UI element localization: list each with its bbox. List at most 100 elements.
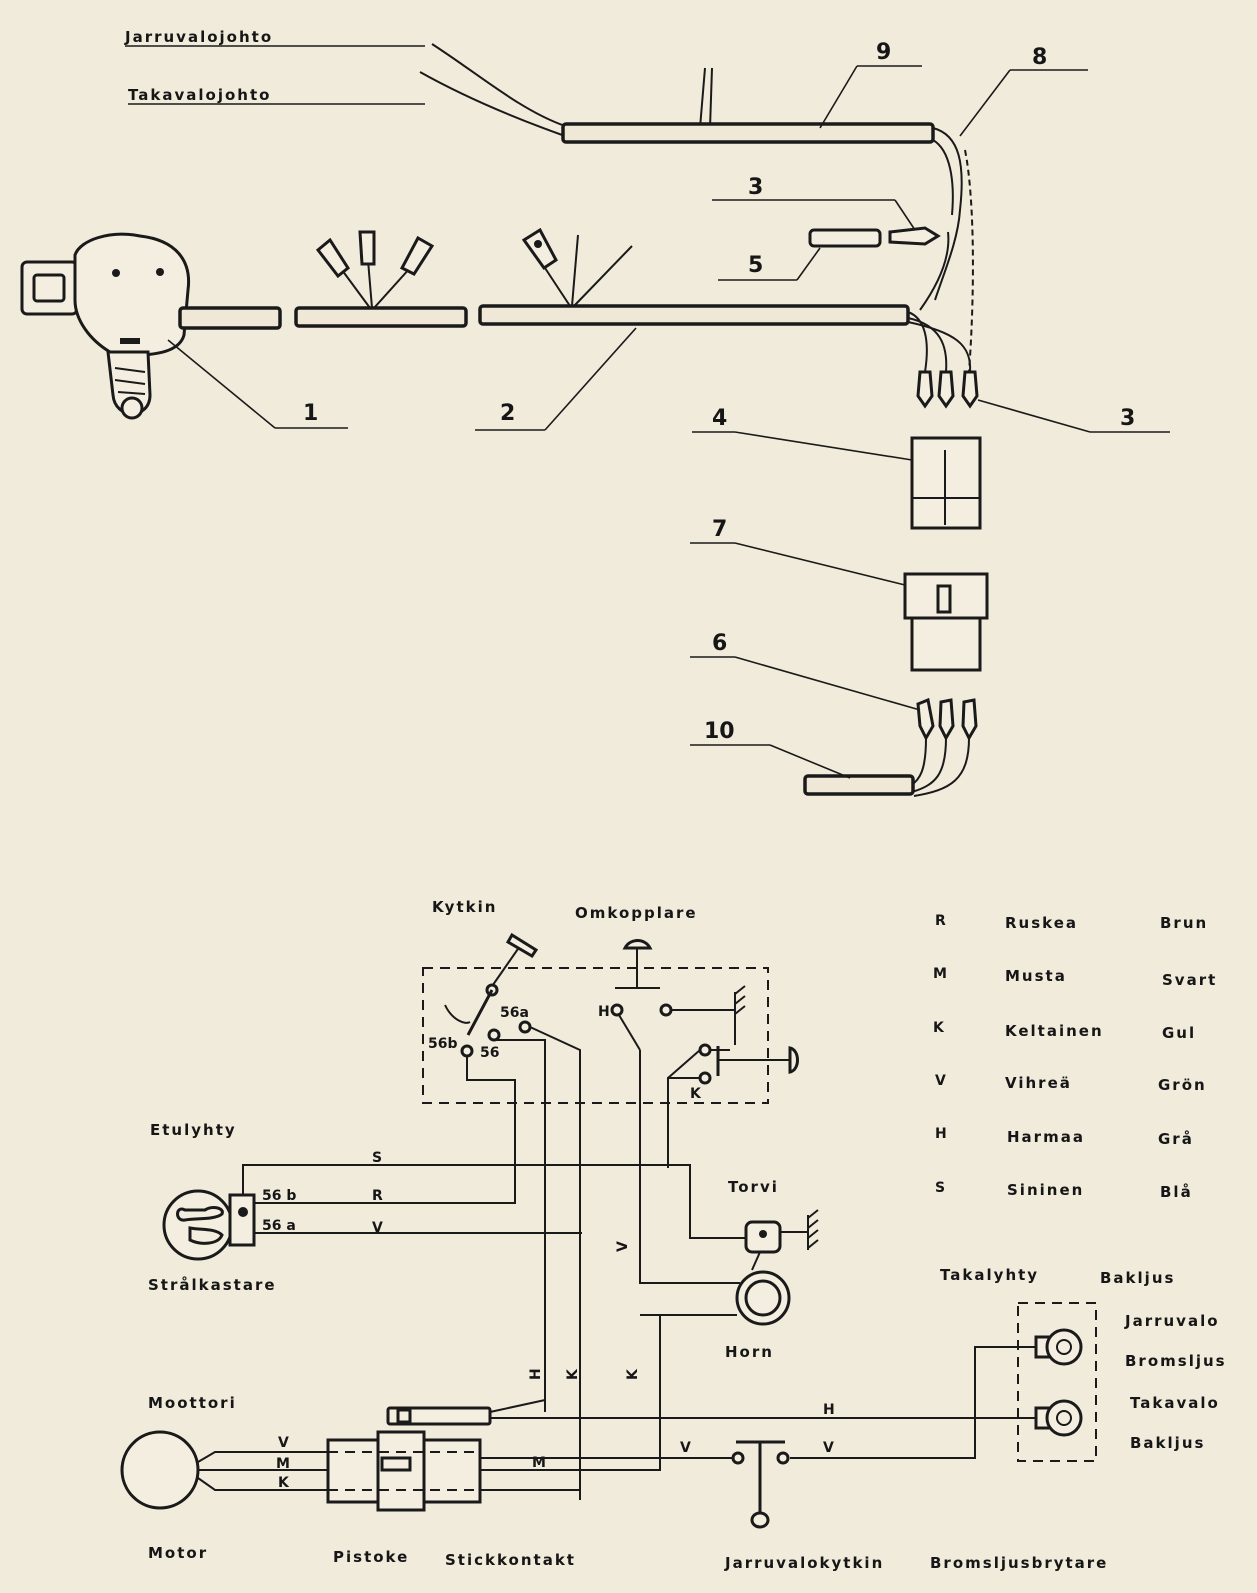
switch-enclosure (422, 967, 769, 1104)
terminal-56b-label: 56b (428, 1036, 458, 1052)
wire-code-s: S (372, 1150, 382, 1166)
spade-terminals-2b (315, 230, 435, 309)
wire-code-h-tail: H (823, 1402, 835, 1418)
plug-label-sv: Stickkontakt (445, 1551, 576, 1569)
wire-code-v-horn: V (615, 1241, 631, 1252)
headlight-label: Etulyhty (150, 1121, 237, 1139)
wire-code-k-engine: K (278, 1475, 290, 1491)
bullet-terminals-6 (909, 697, 978, 797)
part-label-8: 8 (1032, 45, 1047, 70)
brake-light-switch (731, 1440, 790, 1529)
legend-sv-3: Grön (1158, 1076, 1207, 1094)
color-legend: R Ruskea Brun M Musta Svart K Keltainen … (933, 913, 1217, 1201)
legend-code-3: V (935, 1073, 946, 1089)
wire-code-v-headlight: V (372, 1220, 383, 1236)
part-label-5: 5 (748, 253, 763, 278)
tail-light-label-sv: Bakljus (1130, 1434, 1205, 1452)
connector-housing-7 (903, 572, 989, 672)
harness-sleeve-2a (178, 306, 282, 330)
lamp-56a-label: 56 a (262, 1218, 296, 1234)
part-label-6: 6 (712, 631, 727, 656)
horn-label: Torvi (728, 1178, 779, 1196)
rear-light-label-sv: Bakljus (1100, 1269, 1175, 1287)
legend-code-0: R (935, 913, 946, 929)
brake-switch-label: Jarruvalokytkin (724, 1554, 884, 1572)
plug-label: Pistoke (333, 1548, 409, 1566)
legend-code-5: S (935, 1180, 945, 1196)
harness-sleeve-2b (294, 306, 468, 328)
harness-sleeve-9 (561, 122, 935, 144)
wire-code-v-engine: V (278, 1435, 289, 1451)
engine-label-sv: Motor (148, 1544, 208, 1562)
legend-fi-3: Vihreä (1005, 1074, 1072, 1092)
harness-sleeve-10 (803, 774, 915, 796)
part-label-1: 1 (303, 401, 318, 426)
engine-magneto (120, 1430, 200, 1510)
tail-light-label: Takavalo (1130, 1394, 1220, 1412)
plug-connector (326, 1430, 482, 1512)
brake-switch-label-sv: Bromsljusbrytare (930, 1554, 1108, 1572)
wire-code-r: R (372, 1188, 383, 1204)
wiring-harness: Jarruvalojohto Takavalojohto 9 8 3 5 (20, 28, 1170, 797)
legend-fi-2: Keltainen (1005, 1022, 1104, 1040)
legend-sv-4: Grå (1158, 1130, 1194, 1148)
bullet-connectors-3 (916, 370, 979, 409)
part-label-4: 4 (712, 406, 727, 431)
rear-light-label: Takalyhty (940, 1266, 1039, 1284)
rear-light-enclosure (1017, 1302, 1097, 1462)
harness-sleeve-2c (478, 304, 910, 326)
terminal-h-label: H (598, 1004, 610, 1020)
switch-label: Kytkin (432, 898, 497, 916)
light-switch-1 (20, 232, 191, 420)
part-label-9: 9 (876, 40, 891, 65)
terminal-56a-label: 56a (500, 1005, 529, 1021)
legend-fi-0: Ruskea (1005, 914, 1078, 932)
terminal-56 (487, 1028, 501, 1042)
part-label-3a: 3 (748, 175, 763, 200)
legend-fi-4: Harmaa (1007, 1128, 1085, 1146)
legend-fi-1: Musta (1005, 967, 1067, 985)
legend-code-4: H (935, 1126, 947, 1142)
brake-light-label: Jarruvalo (1124, 1312, 1220, 1330)
brake-lamp (1034, 1328, 1083, 1366)
wire-code-m-engine: M (276, 1456, 290, 1472)
terminal-56-label: 56 (480, 1045, 499, 1061)
lamp-56b-label: 56 b (262, 1188, 296, 1204)
terminal-k-label: K (690, 1086, 702, 1102)
legend-sv-5: Blå (1160, 1183, 1193, 1201)
wire-code-v-brake-out: V (823, 1440, 834, 1456)
wiring-schematic: Kytkin Omkopplare 56b 56 56a H (120, 898, 1225, 1572)
terminal-56a (518, 1020, 532, 1034)
legend-sv-1: Svart (1162, 971, 1217, 989)
headlight-label-sv: Strålkastare (148, 1276, 277, 1294)
part-label-10: 10 (704, 719, 735, 744)
legend-sv-0: Brun (1160, 914, 1208, 932)
wire-code-h-vertical: H (528, 1368, 544, 1380)
horn (735, 1209, 819, 1326)
wire-code-k-vertical-2: K (625, 1368, 641, 1380)
wire-code-v-brake-in: V (680, 1440, 691, 1456)
terminal-56b (460, 1044, 474, 1058)
fuse-5 (808, 228, 882, 248)
tail-lamp (1034, 1399, 1083, 1437)
horn-label-sv: Horn (725, 1343, 774, 1361)
horn-button (615, 939, 660, 989)
tail-light-wire-label: Takavalojohto (128, 86, 271, 104)
ring-terminals-2c (521, 227, 633, 307)
tail-fuse (386, 1406, 492, 1426)
legend-code-2: K (933, 1020, 945, 1036)
connector-housing-4 (910, 436, 982, 530)
bulb-connector-3 (888, 226, 941, 246)
part-label-7: 7 (712, 517, 727, 542)
headlight-lamp (162, 1189, 256, 1261)
brake-light-wire-label: Jarruvalojohto (124, 28, 273, 46)
legend-sv-2: Gul (1162, 1024, 1196, 1042)
part-label-2: 2 (500, 401, 515, 426)
part-label-3b: 3 (1120, 406, 1135, 431)
dimmer-lever (444, 932, 539, 1036)
legend-fi-5: Sininen (1007, 1181, 1084, 1199)
engine-label: Moottori (148, 1394, 237, 1412)
switch-label-sv: Omkopplare (575, 904, 698, 922)
legend-code-1: M (933, 966, 947, 982)
